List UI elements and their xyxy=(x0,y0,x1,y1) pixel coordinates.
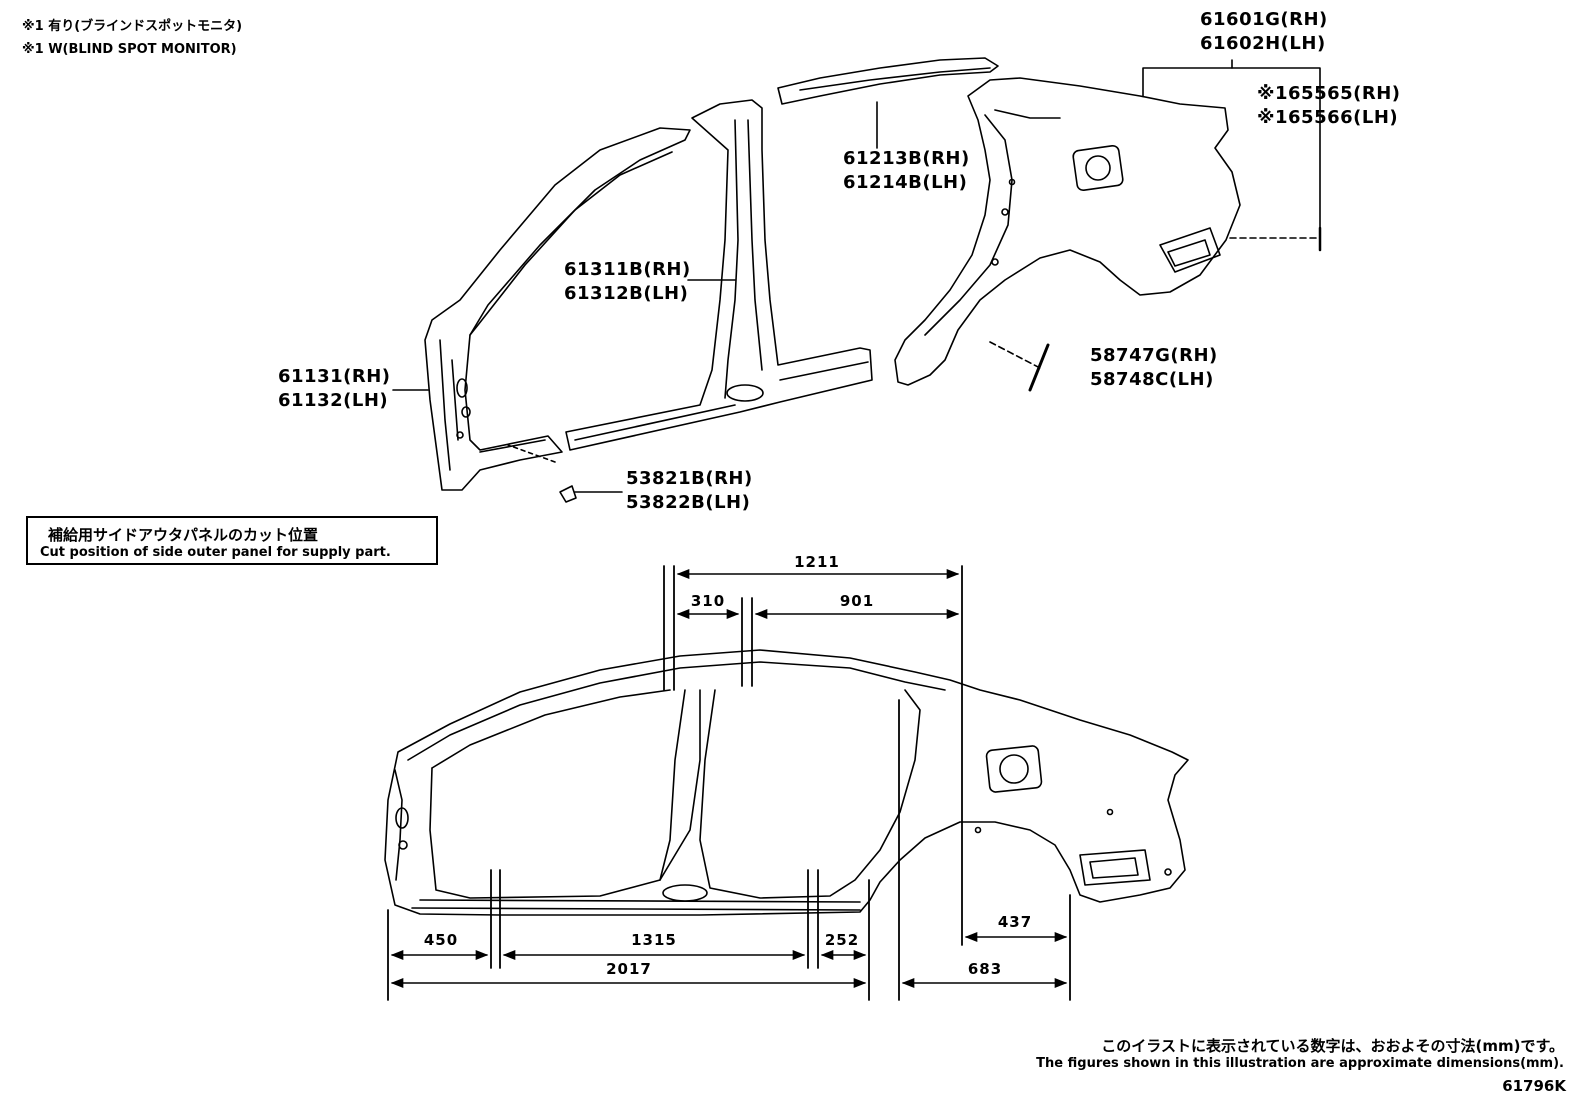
center-pillar-part xyxy=(565,99,873,451)
quarter-panel-part xyxy=(894,77,1241,386)
clip-part xyxy=(559,485,577,503)
dimension-2017: 2017 xyxy=(606,960,652,978)
dimension-1315: 1315 xyxy=(631,931,677,949)
part-number-rh: 61213B(RH) xyxy=(843,148,970,169)
callout-front-pillar: 61131(RH) 61132(LH) xyxy=(278,365,391,413)
dimension-252: 252 xyxy=(824,931,860,949)
footer-note-en: The figures shown in this illustration a… xyxy=(1036,1056,1564,1071)
dimension-450: 450 xyxy=(423,931,459,949)
dimension-310: 310 xyxy=(690,592,726,610)
note-blind-spot-ja: ※1 有り(ブラインドスポットモニタ) xyxy=(22,19,243,34)
dimension-901: 901 xyxy=(839,592,875,610)
part-number-rh: 61311B(RH) xyxy=(564,259,691,280)
front-pillar-part xyxy=(424,127,691,491)
part-number-rh: ※165565(RH) xyxy=(1257,83,1401,104)
cut-position-title-ja: 補給用サイドアウタパネルのカット位置 xyxy=(48,526,319,544)
part-number-rh: 58747G(RH) xyxy=(1090,345,1218,366)
note-blind-spot-en: ※1 W(BLIND SPOT MONITOR) xyxy=(22,42,237,57)
part-number-lh: 61602H(LH) xyxy=(1200,33,1326,54)
callout-quarter-panel: 61601G(RH) 61602H(LH) xyxy=(1200,8,1328,56)
dimension-683: 683 xyxy=(967,960,1003,978)
side-panel-outline xyxy=(384,649,1189,916)
roof-side-rail-part xyxy=(777,57,999,105)
callout-center-pillar: 61311B(RH) 61312B(LH) xyxy=(564,258,691,306)
part-number-lh: ※165566(LH) xyxy=(1257,107,1399,128)
part-number-lh: 58748C(LH) xyxy=(1090,369,1214,390)
part-number-lh: 61132(LH) xyxy=(278,390,389,411)
part-number-lh: 61214B(LH) xyxy=(843,172,968,193)
part-number-lh: 53822B(LH) xyxy=(626,492,751,513)
part-number-rh: 61601G(RH) xyxy=(1200,9,1328,30)
illustration-code: 61796K xyxy=(1502,1077,1566,1095)
callout-bracket: ※165565(RH) ※165566(LH) xyxy=(1257,82,1401,130)
dimension-1211: 1211 xyxy=(794,553,840,571)
part-number-rh: 53821B(RH) xyxy=(626,468,753,489)
dimension-437: 437 xyxy=(997,913,1033,931)
part-number-rh: 61131(RH) xyxy=(278,366,391,387)
callout-roof-side-rail: 61213B(RH) 61214B(LH) xyxy=(843,147,970,195)
callout-clip: 53821B(RH) 53822B(LH) xyxy=(626,467,753,515)
footer-note-ja: このイラストに表示されている数字は、おおよその寸法(mm)です。 xyxy=(1101,1037,1564,1055)
callout-quarter-wheel-seal: 58747G(RH) 58748C(LH) xyxy=(1090,344,1218,392)
part-number-lh: 61312B(LH) xyxy=(564,283,689,304)
cut-position-title-en: Cut position of side outer panel for sup… xyxy=(40,545,391,560)
cut-position-box: 補給用サイドアウタパネルのカット位置 Cut position of side … xyxy=(26,516,438,565)
cut-lines xyxy=(387,565,1071,1001)
